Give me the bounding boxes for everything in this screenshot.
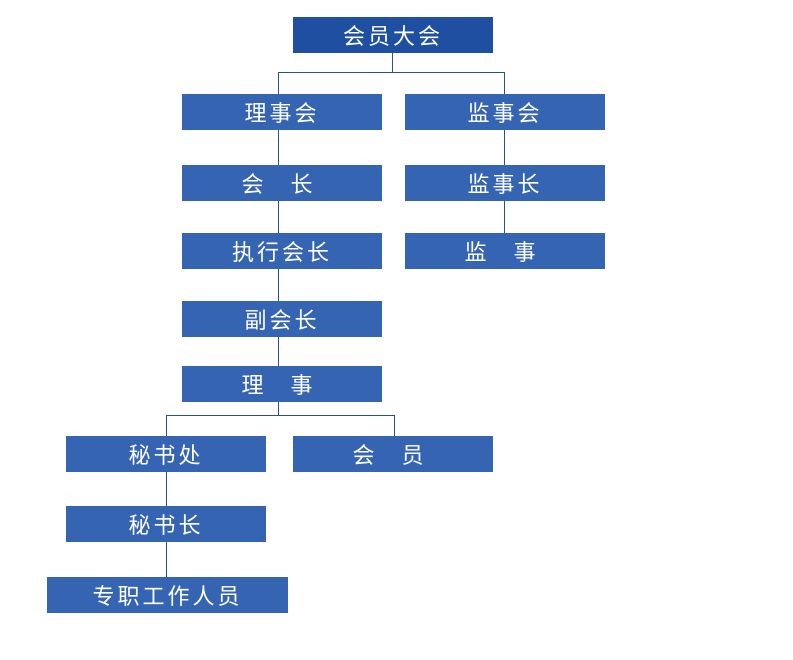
node-chief-supervisor: 监事长 [405,165,605,201]
node-executive-president: 执行会长 [182,233,382,269]
connector-vice-director [278,337,279,366]
connector-director-bar [166,415,395,416]
node-general-assembly: 会员大会 [293,17,493,53]
connector-secretariat-general [166,472,167,506]
node-director: 理 事 [182,366,382,402]
node-vice-president: 副会长 [182,301,382,337]
connector-director-down [278,402,279,416]
connector-to-supervisory-board [504,72,505,94]
node-secretariat: 秘书处 [66,436,266,472]
connector-chief-supervisor [504,201,505,233]
connector-assembly-bar [278,72,505,73]
node-supervisory-board: 监事会 [405,94,605,130]
connector-board-chief [504,130,505,165]
node-council: 理事会 [182,94,382,130]
node-full-time-staff: 专职工作人员 [47,577,288,613]
node-secretary-general: 秘书长 [66,506,266,542]
connector-council-president [278,130,279,165]
connector-executive-vice [278,269,279,301]
node-supervisor: 监 事 [405,233,605,269]
node-member: 会 员 [293,436,493,472]
connector-to-secretariat [166,415,167,436]
connector-to-council [278,72,279,94]
node-president: 会 长 [182,165,382,201]
connector-president-executive [278,201,279,233]
connector-general-staff [166,542,167,577]
connector-to-member [394,415,395,436]
connector-assembly-down [392,53,393,73]
